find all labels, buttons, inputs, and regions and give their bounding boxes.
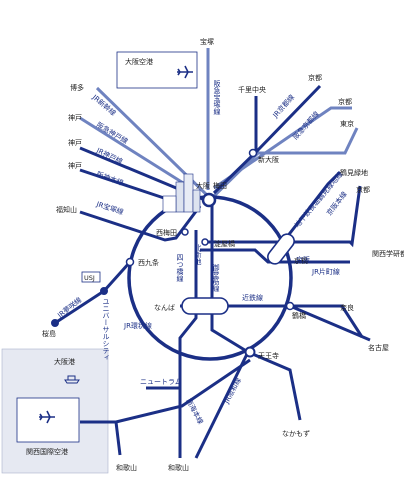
airplane-icon — [39, 410, 55, 424]
sakurajima-label: 桜島 — [42, 329, 56, 338]
new-tram-label: ニュートラム — [140, 378, 182, 386]
station-markers — [51, 148, 297, 358]
line-nankai-link — [114, 421, 122, 456]
nishi-umeda-label: 西梅田 — [156, 228, 177, 237]
line-nakamozu — [247, 350, 302, 421]
wakayama-label-1: 和歌山 — [116, 463, 137, 472]
nankai-line-label: 南海本線 — [184, 397, 205, 426]
osaka-label: 大阪 — [196, 181, 210, 190]
kita-shinchi-label: 北新地 — [194, 244, 202, 265]
nishikujo-label: 西九条 — [138, 258, 159, 267]
kyobashi-station[interactable] — [265, 231, 297, 266]
tennoji-station[interactable] — [244, 346, 256, 358]
line-yotsubashi — [146, 230, 198, 390]
nagoya-label: 名古屋 — [368, 343, 389, 352]
airplane-icon — [177, 65, 193, 79]
kyobashi-label: 京橋 — [294, 256, 308, 265]
hankyu-kyoto-line-label: 阪急京都線 — [291, 109, 321, 141]
tsuruhashi-station[interactable] — [285, 301, 295, 311]
tsuruhashi-label: 鶴橋 — [292, 311, 306, 320]
line-kintetsu — [180, 304, 364, 338]
umeda-station[interactable] — [201, 192, 217, 208]
takarazuka-label: 宝塚 — [200, 37, 214, 46]
kyoto-right-label: 京都 — [338, 97, 352, 106]
nishi-umeda-station[interactable] — [181, 228, 189, 236]
line-jr-shinkansen — [95, 86, 359, 202]
usj-station[interactable] — [100, 287, 108, 295]
osaka-port-label: 大阪港 — [54, 357, 75, 366]
tennoji-label: 天王寺 — [258, 352, 279, 360]
usj-label: USJ — [84, 274, 95, 282]
kansai-gakken-label-1: 関西学研都市 — [372, 249, 404, 258]
yotsubashi-line-label: 四つ橋線 — [176, 254, 184, 282]
line-kintetsu-nagoya — [289, 304, 371, 342]
yodoyabashi-label: 淀屋橋 — [214, 239, 235, 248]
line-jr-yumesaki — [54, 289, 105, 325]
kintetsu-line-label: 近鉄線 — [242, 293, 263, 302]
senri-chuo-label: 千里中央 — [238, 85, 266, 94]
ship-icon — [64, 375, 80, 384]
line-hankyu-kyoto — [213, 106, 352, 190]
usj-badge — [81, 271, 101, 283]
osaka-airport-box — [116, 51, 198, 89]
line-jr-hanwa — [194, 351, 250, 459]
osaka-airport-label: 大阪空港 — [125, 57, 153, 66]
line-west-bay — [102, 260, 132, 293]
line-kansai — [80, 358, 251, 424]
tokyo-label: 東京 — [340, 119, 354, 128]
shin-osaka-label: 新大阪 — [258, 155, 279, 164]
jr-fukuchiyama-line-label: JR宝塚線 — [94, 199, 124, 217]
line-hankyu-kobe — [79, 116, 189, 188]
umeda-label: 梅田 — [213, 181, 227, 190]
fukuchiyama-label: 福知山 — [56, 205, 77, 214]
sakurajima-station[interactable] — [51, 319, 59, 327]
kansai-airport-label: 関西国際空港 — [26, 447, 68, 456]
jr-katamachi-line-label: JR片町線 — [311, 267, 340, 276]
kobe-label-1: 神戸 — [68, 113, 82, 122]
midosuji-line-label: 御堂筋線 — [212, 263, 220, 292]
line-jr-katamachi — [200, 248, 350, 264]
namba-label: なんば — [154, 303, 175, 312]
universal-city-label: ユニバーサルシティ — [102, 298, 110, 361]
namba-station[interactable] — [181, 297, 229, 315]
kobe-label-2: 神戸 — [68, 138, 82, 147]
jr-kanjo-line-label: JR環状線 — [123, 321, 152, 330]
line-jr-fukuchiyama — [79, 205, 202, 242]
shin-osaka-station[interactable] — [248, 148, 258, 158]
wakayama-label-2: 和歌山 — [168, 463, 189, 472]
hakata-label: 博多 — [70, 83, 84, 92]
kobe-label-3: 神戸 — [68, 161, 82, 170]
light-lines — [79, 48, 359, 202]
loop-line — [127, 195, 293, 361]
line-nagahori — [278, 170, 342, 247]
yodoyabashi-station[interactable] — [201, 238, 209, 246]
kyoto-top-label: 京都 — [308, 73, 322, 82]
jr-hanwa-line-label: JR阪和線 — [221, 376, 243, 406]
nakamozu-label: なかもず — [282, 429, 310, 438]
kyoto-keihan-label: 京都 — [356, 185, 370, 194]
nara-label: 奈良 — [340, 303, 354, 312]
hanshin-line-label: 阪神本線 — [95, 169, 124, 187]
tsurumi-ryokuchi-label: 鶴見緑地 — [340, 168, 368, 177]
nishikujo-station[interactable] — [125, 257, 135, 267]
umeda-buildings — [162, 173, 201, 213]
keihan-short-label: 京阪 — [296, 255, 310, 264]
hankyu-takarazuka-line-label: 阪急宝塚線 — [213, 79, 221, 115]
hankyu-kobe-line-label: 阪急神戸線 — [95, 120, 130, 146]
line-jr-kyoto — [212, 84, 322, 195]
